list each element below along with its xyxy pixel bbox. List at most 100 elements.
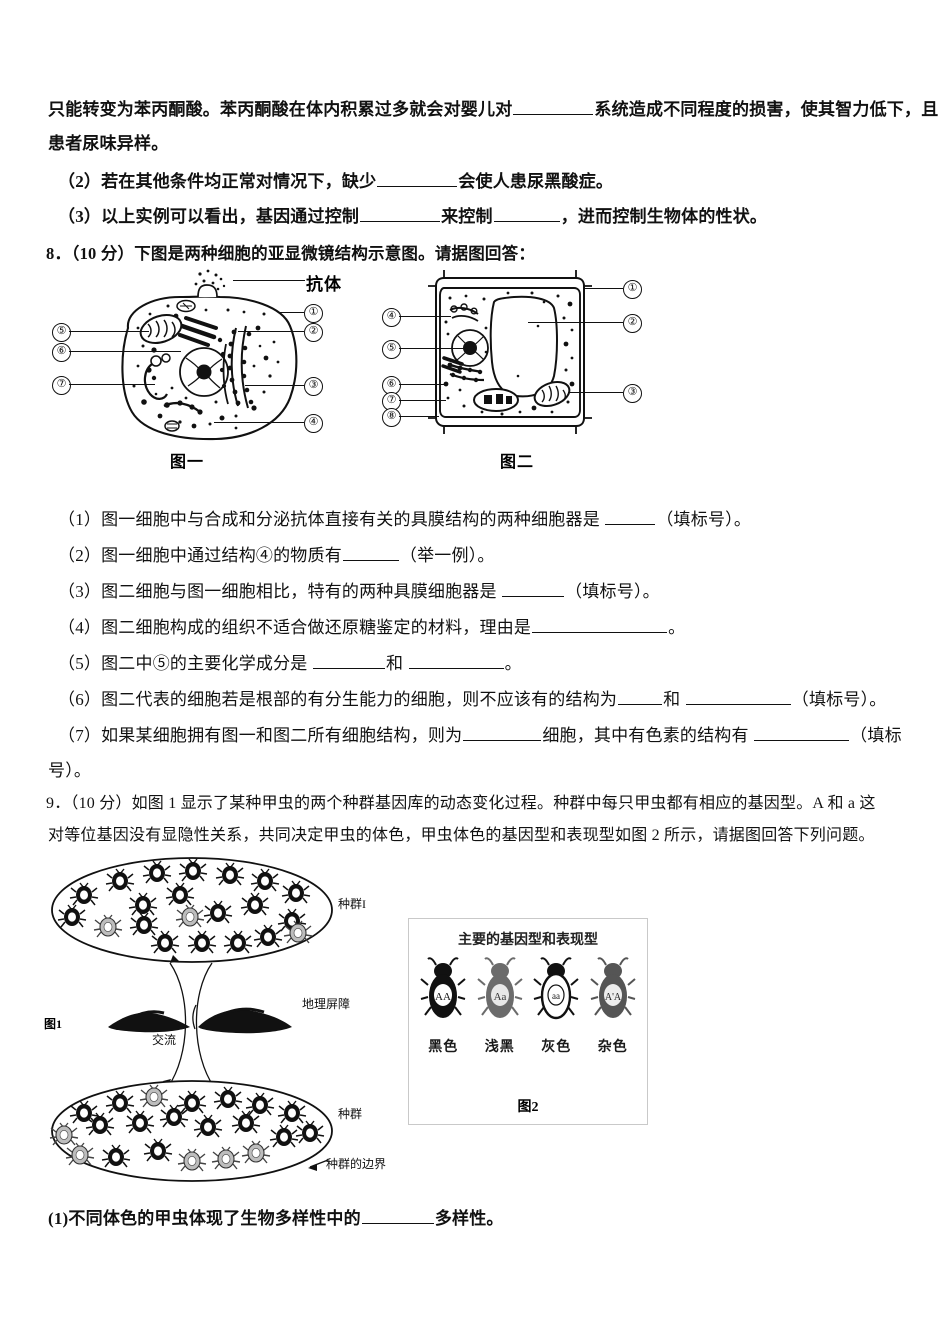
fill-blank[interactable] bbox=[605, 506, 656, 525]
secretory-vesicle bbox=[197, 284, 218, 298]
nucleus bbox=[451, 329, 489, 367]
centriole bbox=[164, 420, 180, 432]
q8-item-7-text-b: 细胞，其中有色素的结构有 bbox=[542, 725, 754, 745]
leader-line bbox=[214, 422, 304, 424]
label-marker-8: ⑧ bbox=[382, 408, 401, 427]
rough-endoplasmic-reticulum bbox=[219, 325, 254, 409]
mitochondrion bbox=[533, 380, 571, 408]
genotype-row: AA 黑色 Aa 浅黑 bbox=[415, 955, 641, 1056]
phenotype-label: 黑色 bbox=[428, 1040, 459, 1055]
population-flow-diagram bbox=[49, 857, 333, 1182]
fill-blank[interactable] bbox=[513, 96, 594, 115]
plant-cell-diagram bbox=[428, 270, 592, 434]
q7-item-3-text-c: ，进而控制生物体的性状。 bbox=[560, 206, 768, 226]
q8-item-5-text-a: （5）图二中⑤的主要化学成分是 bbox=[58, 653, 312, 673]
fill-blank[interactable] bbox=[312, 650, 385, 669]
vacuole bbox=[489, 295, 558, 398]
q7-item-3: （3）以上实例可以看出，基因通过控制来控制，进而控制生物体的性状。 bbox=[58, 203, 767, 229]
lysosome bbox=[143, 353, 171, 400]
nucleus bbox=[179, 347, 229, 397]
fill-blank[interactable] bbox=[377, 168, 458, 187]
label-marker-1: ① bbox=[304, 304, 323, 323]
q8-item-1-text-a: （1）图一细胞中与合成和分泌抗体直接有关的具膜结构的两种细胞器是 bbox=[58, 509, 605, 529]
label-marker-5: ⑤ bbox=[52, 323, 71, 342]
q9-item-1-text-a: (1)不同体色的甲虫体现了生物多样性中的 bbox=[48, 1208, 361, 1228]
fill-blank[interactable] bbox=[754, 722, 850, 741]
leader-line bbox=[399, 384, 446, 386]
rough-endoplasmic-reticulum bbox=[447, 362, 485, 383]
phenotype-label: 杂色 bbox=[597, 1040, 628, 1055]
q8-item-6-text-c: （填标号）。 bbox=[791, 689, 887, 709]
q8-item-7-text-a: （7）如果某细胞拥有图一和图二所有细胞结构，则为 bbox=[58, 725, 463, 745]
label-marker-7: ⑦ bbox=[52, 376, 71, 395]
q8-item-3: （3）图二细胞与图一细胞相比，特有的两种具膜细胞器是 （填标号）。 bbox=[58, 578, 660, 604]
beetle-icon: A'A bbox=[590, 957, 636, 1018]
beetle-icon: aa bbox=[533, 957, 579, 1020]
fill-blank[interactable] bbox=[502, 578, 565, 597]
animal-cell-diagram bbox=[121, 269, 298, 441]
q8-item-1-text-b: （填标号）。 bbox=[656, 509, 752, 529]
fill-blank[interactable] bbox=[463, 722, 542, 741]
q8-item-5-text-b: 和 bbox=[385, 653, 408, 673]
q8-item-5: （5）图二中⑤的主要化学成分是 和 。 bbox=[58, 650, 522, 676]
label-marker-6: ⑥ bbox=[382, 376, 401, 395]
genotype-panel-title: 主要的基因型和表现型 bbox=[458, 933, 598, 948]
genotype-text: aa bbox=[552, 991, 560, 1001]
label-marker-4: ④ bbox=[382, 308, 401, 327]
fill-blank[interactable] bbox=[685, 686, 791, 705]
antibody-leader-line bbox=[233, 280, 305, 282]
q9-item-1: (1)不同体色的甲虫体现了生物多样性中的多样性。 bbox=[48, 1205, 504, 1231]
label-marker-1: ① bbox=[623, 280, 642, 299]
genotype-text: AA bbox=[435, 991, 451, 1003]
genotype-text: A'A bbox=[605, 992, 622, 1003]
q8-item-1: （1）图一细胞中与合成和分泌抗体直接有关的具膜结构的两种细胞器是 （填标号）。 bbox=[58, 506, 751, 532]
question-9-stem-line-2: 对等位基因没有显隐性关系，共同决定甲虫的体色，甲虫体色的基因型和表现型如图 2 … bbox=[48, 827, 875, 844]
leader-line bbox=[399, 416, 439, 418]
question-8-stem: 8．（10 分）下图是两种细胞的亚显微镜结构示意图。请据图回答： bbox=[46, 242, 535, 267]
leader-line bbox=[399, 348, 468, 350]
chloroplast bbox=[473, 388, 519, 412]
q8-item-2-text-b: （举一例）。 bbox=[399, 545, 495, 565]
q8-item-4: （4）图二细胞构成的组织不适合做还原糖鉴定的材料，理由是 。 bbox=[58, 614, 685, 640]
leader-line bbox=[568, 392, 623, 394]
fill-blank[interactable] bbox=[361, 1205, 434, 1224]
transport-vesicle bbox=[176, 299, 196, 313]
q8-item-5-text-c: 。 bbox=[504, 653, 522, 673]
figure-caption-left: 图一 bbox=[170, 454, 205, 471]
gene-exchange-label: 交流 bbox=[152, 1033, 177, 1047]
q7-item-2-text-a: （2）若在其他条件均正常对情况下，缺少 bbox=[58, 171, 377, 191]
q8-item-6-text-b: 和 bbox=[663, 689, 685, 709]
phenotype-label: 浅黑 bbox=[484, 1040, 515, 1055]
geographic-barrier-label: 地理屏障 bbox=[302, 997, 351, 1011]
q8-item-2: （2）图一细胞中通过结构④的物质有（举一例）。 bbox=[58, 542, 495, 568]
leader-line bbox=[245, 385, 304, 387]
arrowhead bbox=[170, 955, 179, 963]
label-marker-3: ③ bbox=[623, 384, 642, 403]
q8-item-4-text-b: 。 bbox=[668, 617, 686, 637]
leader-line bbox=[528, 322, 623, 324]
fill-blank[interactable] bbox=[360, 203, 441, 222]
fill-blank[interactable] bbox=[532, 614, 668, 633]
q8-item-4-text-a: （4）图二细胞构成的组织不适合做还原糖鉴定的材料，理由是 bbox=[58, 617, 532, 637]
leader-line bbox=[69, 331, 149, 333]
phenotype-label: 灰色 bbox=[541, 1040, 572, 1055]
geographic-barrier bbox=[108, 1007, 292, 1034]
leader-line bbox=[583, 288, 623, 290]
fill-blank[interactable] bbox=[493, 203, 560, 222]
genotype-text: Aa bbox=[493, 991, 506, 1003]
fill-blank[interactable] bbox=[342, 542, 399, 561]
question-9-stem-line-1: 9．（10 分）如图 1 显示了某种甲虫的两个种群基因库的动态变化过程。种群中每… bbox=[46, 795, 876, 812]
q8-item-6-text-a: （6）图二代表的细胞若是根部的有分生能力的细胞，则不应该有的结构为 bbox=[58, 689, 618, 709]
beetle-icon: Aa bbox=[477, 957, 523, 1018]
leader-line bbox=[238, 331, 304, 333]
genotype-entry: AA 黑色 bbox=[417, 955, 469, 1056]
q8-item-7-text-c: （填标 bbox=[850, 725, 902, 745]
q7-item-2: （2）若在其他条件均正常对情况下，缺少会使人患尿黑酸症。 bbox=[58, 168, 613, 194]
gene-flow-arrows bbox=[167, 962, 215, 1088]
q8-item-7-wrap: 号）。 bbox=[48, 761, 92, 780]
q7-item-3-text-b: 来控制 bbox=[441, 206, 493, 226]
fill-blank[interactable] bbox=[618, 686, 663, 705]
fill-blank[interactable] bbox=[408, 650, 504, 669]
population-2-label: 种群 bbox=[338, 1107, 363, 1121]
